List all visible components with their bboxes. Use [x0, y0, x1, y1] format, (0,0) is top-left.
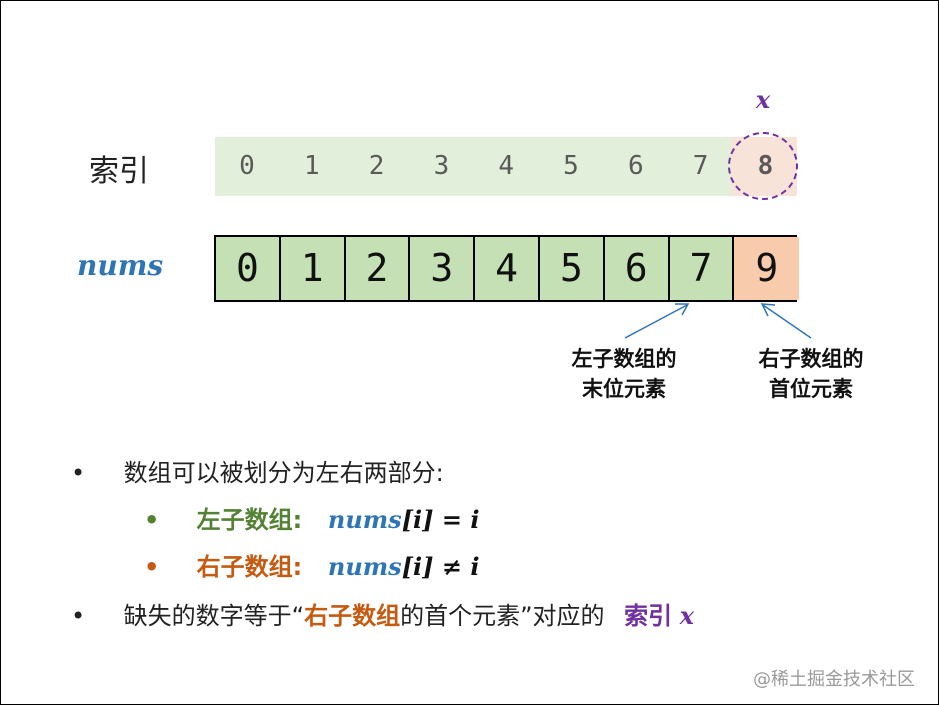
- right-subarray-callout: 右子数组的 首位元素: [741, 344, 881, 404]
- nums-cell: 5: [539, 237, 605, 300]
- dashed-circle-marker: [728, 132, 798, 200]
- nums-cell: 0: [216, 237, 281, 300]
- right-arrow-head: [760, 303, 776, 317]
- callout-text: 右子数组的: [758, 347, 864, 371]
- bullet-right-subarray: • 右子数组: nums[i] ≠ i: [144, 547, 479, 582]
- index-cell: 5: [563, 151, 579, 181]
- callout-text: 首位元素: [769, 377, 853, 401]
- bullet-symbol: •: [144, 553, 160, 581]
- index-cell: 6: [627, 151, 644, 181]
- bullet-text: 数组可以被划分为左右两部分:: [123, 459, 444, 487]
- bullet-conclusion: • 缺失的数字等于“右子数组的首个元素”对应的 索引 x: [71, 596, 694, 631]
- nums-cell-first-right: 9: [734, 237, 800, 300]
- nums-array: 0 1 2 3 4 5 6 7 9: [214, 235, 800, 302]
- formula-nums: nums: [327, 505, 402, 534]
- nums-cell: 1: [280, 237, 346, 300]
- index-cell: 0: [239, 151, 255, 181]
- conclusion-text: 的首个元素”对应的: [400, 602, 605, 630]
- index-cell: 1: [303, 151, 320, 181]
- right-subarray-label: 右子数组:: [196, 553, 303, 581]
- nums-row-label: nums: [77, 249, 164, 282]
- formula-rest: [i] ≠ i: [401, 552, 480, 581]
- bullet-partition: • 数组可以被划分为左右两部分:: [71, 453, 444, 488]
- right-subarray-formula: nums[i] ≠ i: [327, 552, 480, 581]
- formula-nums: nums: [327, 552, 402, 581]
- watermark: @稀土掘金技术社区: [753, 669, 915, 690]
- conclusion-x: x: [679, 601, 695, 630]
- left-arrow-head: [675, 303, 690, 316]
- index-row-label: 索引: [89, 154, 149, 189]
- nums-cell: 6: [604, 237, 670, 300]
- right-callout-arrow: [762, 304, 812, 339]
- index-cell: 4: [498, 151, 515, 181]
- bullet-symbol: •: [71, 459, 86, 487]
- x-symbol-label: x: [755, 85, 771, 114]
- conclusion-highlight: 右子数组: [304, 602, 401, 630]
- left-subarray-label: 左子数组:: [196, 506, 303, 534]
- index-cell: 2: [368, 151, 385, 181]
- bullet-symbol: •: [144, 506, 160, 534]
- formula-rest: [i] = i: [401, 505, 480, 534]
- conclusion-text: 缺失的数字等于“: [123, 602, 305, 630]
- left-subarray-callout: 左子数组的 末位元素: [554, 344, 694, 404]
- nums-cell: 3: [410, 237, 476, 300]
- callout-text: 左子数组的: [571, 347, 677, 371]
- nums-cell: 4: [475, 237, 540, 300]
- bullet-left-subarray: • 左子数组: nums[i] = i: [144, 500, 479, 535]
- left-subarray-formula: nums[i] = i: [327, 505, 480, 534]
- nums-cell-last-left: 7: [669, 237, 735, 300]
- callout-text: 末位元素: [582, 377, 666, 401]
- nums-cell: 2: [345, 237, 411, 300]
- left-callout-arrow: [624, 304, 688, 339]
- bullet-symbol: •: [71, 602, 86, 630]
- index-cell: 7: [692, 151, 709, 181]
- index-cell: 3: [433, 151, 450, 181]
- conclusion-index: 索引: [624, 602, 673, 630]
